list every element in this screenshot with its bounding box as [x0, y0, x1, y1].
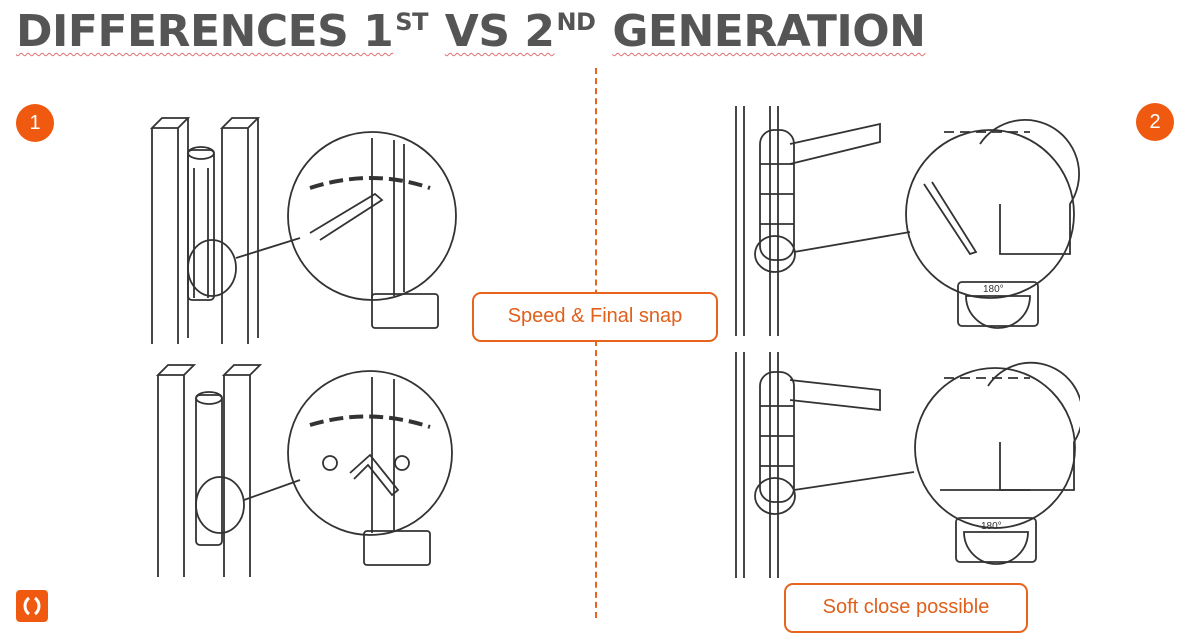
generation-1-badge: 1 — [16, 104, 54, 142]
speed-final-snap-label: Speed & Final snap — [472, 292, 718, 342]
slide-title: DIFFERENCES 1ST VS 2ND GENERATION — [16, 6, 926, 57]
center-divider — [595, 68, 597, 618]
title-sup-nd: ND — [556, 8, 596, 36]
gen1-final-snap-illustration — [155, 364, 453, 577]
gen2-top-180-label: 180° — [983, 284, 1004, 295]
generation-2-badge: 2 — [1136, 103, 1174, 141]
gen2-bottom-180-label: 180° — [981, 521, 1002, 532]
title-part-generation: GENERATION — [612, 6, 926, 57]
gen1-speed-adjust-illustration — [149, 117, 457, 344]
gen2-speed-adjust-illustration — [735, 106, 1080, 336]
brand-logo-icon — [16, 590, 48, 622]
title-part-differences: DIFFERENCES 1 — [16, 6, 394, 57]
title-part-vs: VS 2 — [444, 6, 555, 57]
soft-close-label: Soft close possible — [784, 583, 1028, 633]
title-sup-st: ST — [395, 8, 428, 36]
gen2-soft-close-illustration — [735, 352, 1080, 578]
